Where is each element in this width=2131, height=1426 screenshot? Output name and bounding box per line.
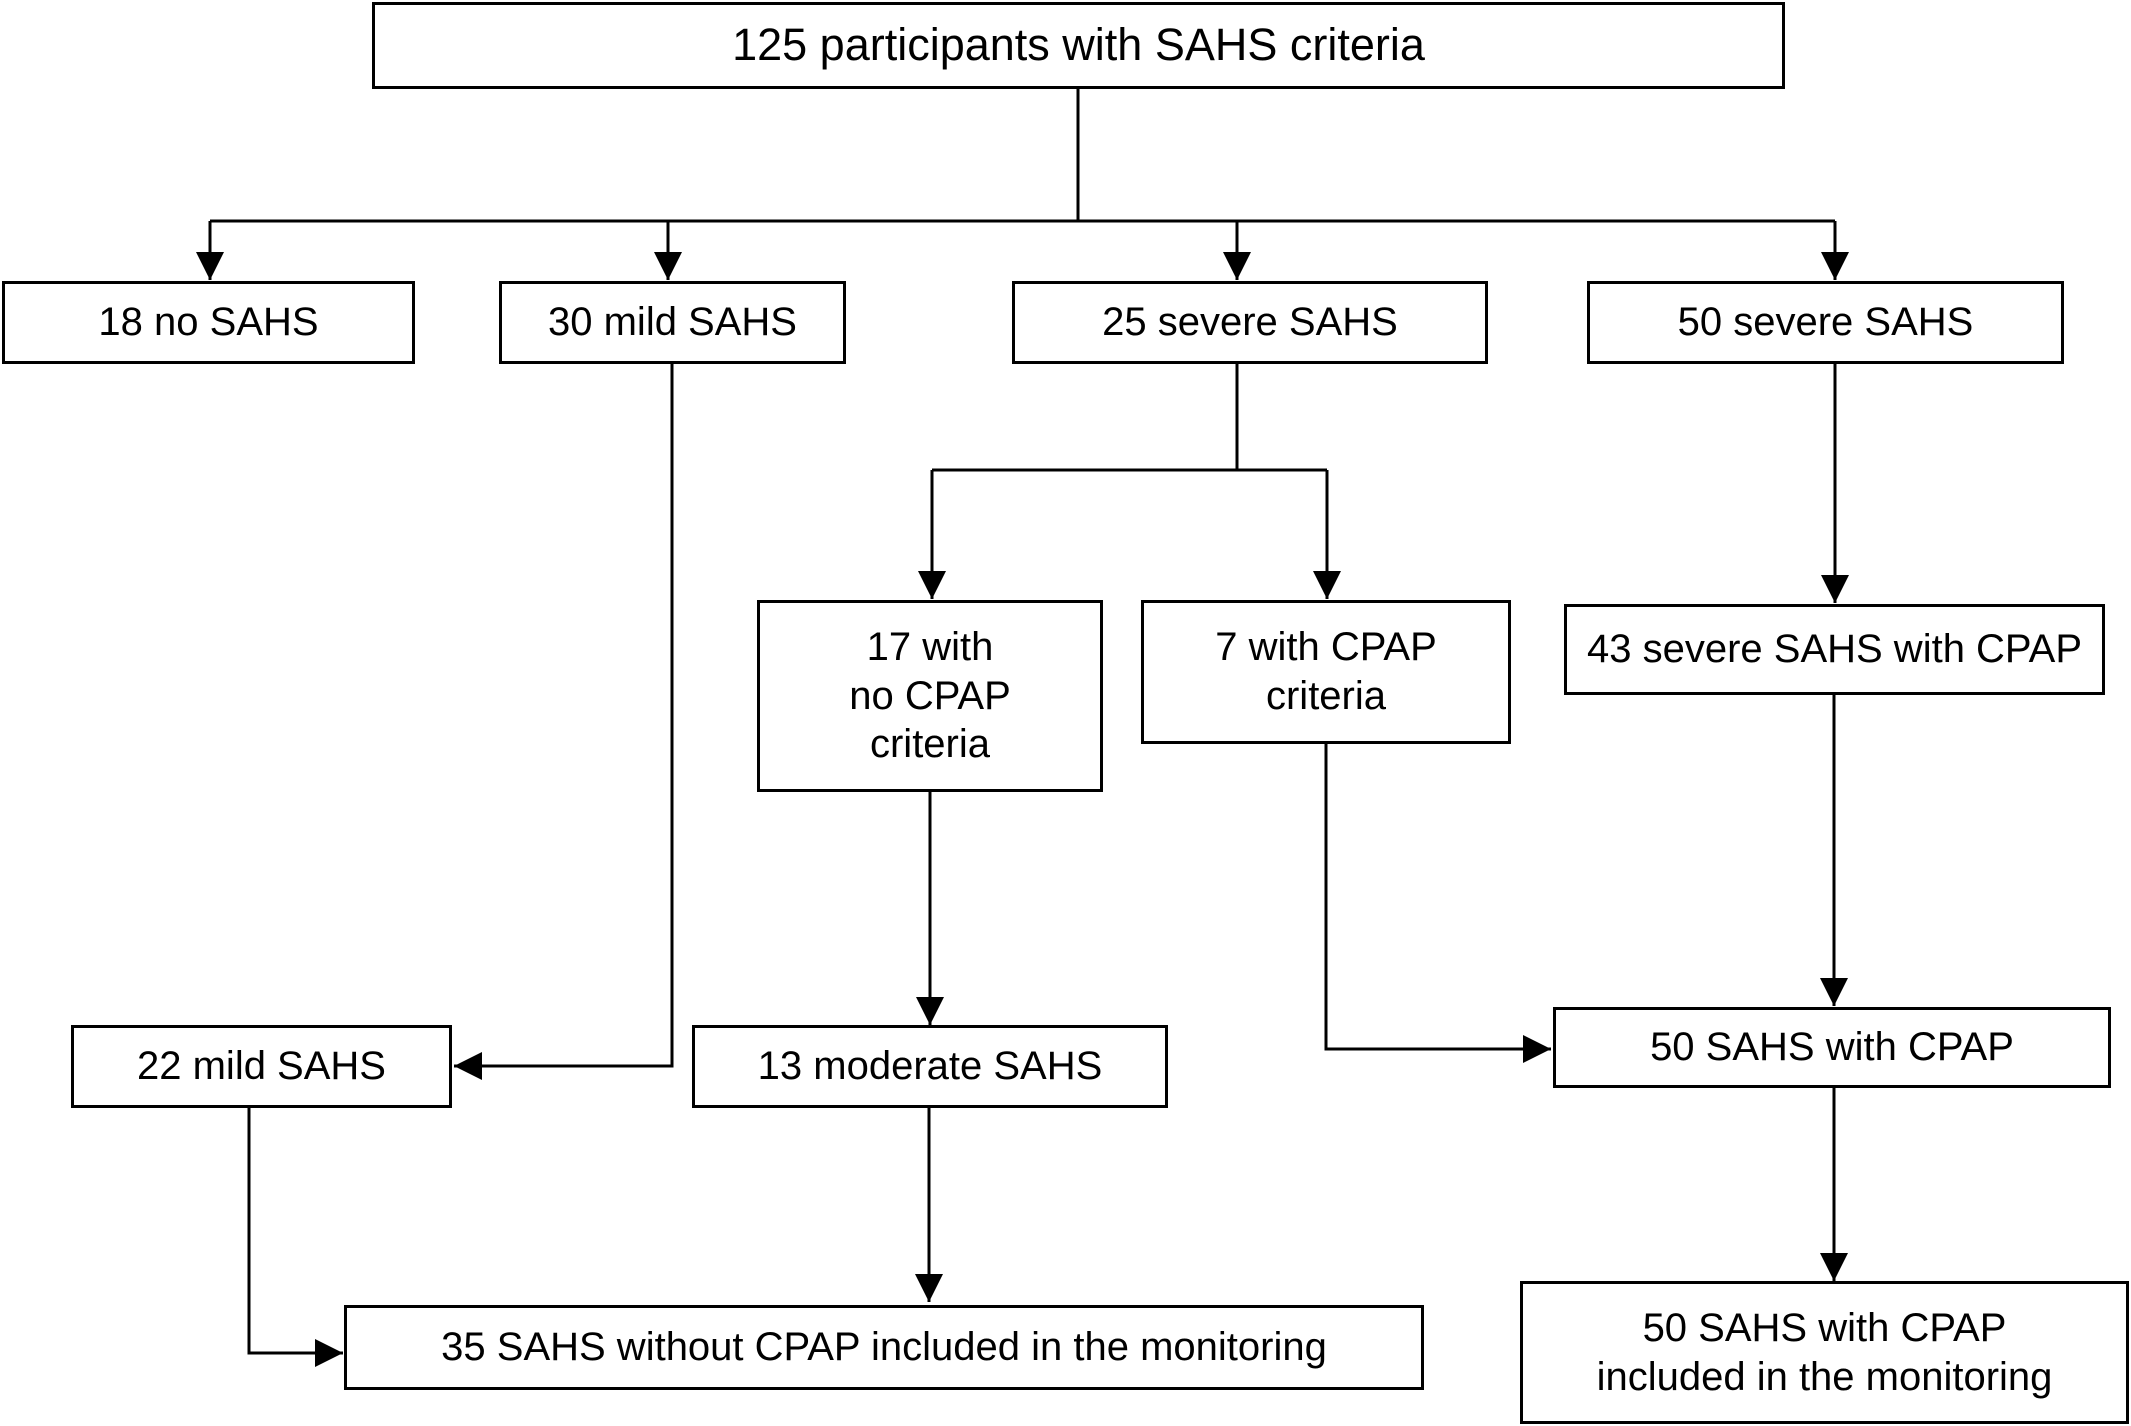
node-severe-cpap-43: 43 severe SAHS with CPAP — [1564, 604, 2105, 695]
node-mild-22: 22 mild SAHS — [71, 1025, 452, 1108]
node-severe-25: 25 severe SAHS — [1012, 281, 1488, 364]
node-no-cpap-17: 17 with no CPAP criteria — [757, 600, 1103, 792]
node-root: 125 participants with SAHS criteria — [372, 2, 1785, 89]
node-monitoring-50: 50 SAHS with CPAP included in the monito… — [1520, 1281, 2129, 1424]
node-severe-50: 50 severe SAHS — [1587, 281, 2064, 364]
node-cpap-7: 7 with CPAP criteria — [1141, 600, 1511, 744]
node-no-sahs: 18 no SAHS — [2, 281, 415, 364]
node-without-cpap-35: 35 SAHS without CPAP included in the mon… — [344, 1305, 1424, 1390]
node-mild-30: 30 mild SAHS — [499, 281, 846, 364]
node-moderate-13: 13 moderate SAHS — [692, 1025, 1168, 1108]
arrow-cpap-7-to-cpap-50 — [1324, 743, 1551, 1063]
arrow-mild-30-to-mild-22 — [454, 363, 674, 1080]
arrow-mild-22-to-without-cpap-35 — [247, 1108, 343, 1367]
node-cpap-50: 50 SAHS with CPAP — [1553, 1007, 2111, 1088]
